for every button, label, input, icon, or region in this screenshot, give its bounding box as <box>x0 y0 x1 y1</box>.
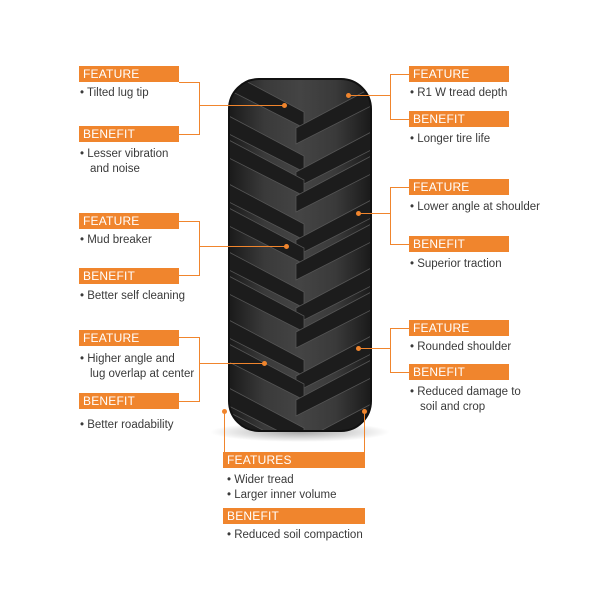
right-top-feature-label: FEATURE <box>409 66 509 82</box>
left-top-feature-label: FEATURE <box>79 66 179 82</box>
bottom-features-label: FEATURES <box>223 452 365 468</box>
left-bottom-feature-line2: lug overlap at center <box>90 368 195 380</box>
connector-lt-to-tire <box>199 105 284 106</box>
tread-lug-left <box>229 409 305 431</box>
right-bottom-benefit-line1: • Reduced damage to <box>410 386 521 398</box>
connector-rt-to-tire <box>350 95 390 96</box>
right-top-benefit-text: • Longer tire life <box>410 133 491 145</box>
connector-rm-v <box>390 187 391 245</box>
connector-lb-h1 <box>179 337 199 338</box>
connector-lm-to-tire <box>199 246 285 247</box>
connector-rt-dot <box>346 93 351 98</box>
tread-lug-right <box>295 357 371 417</box>
right-mid-feature-text: • Lower angle at shoulder <box>410 201 540 213</box>
connector-rb-v <box>390 328 391 373</box>
right-bottom-feature-label: FEATURE <box>409 320 509 336</box>
connector-rm-dot <box>356 211 361 216</box>
right-bottom-benefit-line2: soil and crop <box>420 401 486 413</box>
connector-lt-dot <box>282 103 287 108</box>
left-top-benefit-label: BENEFIT <box>79 126 179 142</box>
connector-rb-h1 <box>390 328 409 329</box>
left-top-benefit-line2: and noise <box>90 163 140 175</box>
connector-lt-h1 <box>179 82 199 83</box>
connector-lb-to-tire <box>199 363 264 364</box>
left-mid-feature-label: FEATURE <box>79 213 179 229</box>
left-top-benefit-line1: • Lesser vibration <box>80 148 169 160</box>
left-bottom-feature-line1: • Higher angle and <box>80 353 175 365</box>
tread-lug-right <box>295 153 371 213</box>
tread-lug-right <box>295 221 371 281</box>
left-mid-benefit-label: BENEFIT <box>79 268 179 284</box>
tread-lug-right <box>295 289 371 349</box>
tread-lug-right <box>295 85 371 145</box>
connector-rt-h1 <box>390 74 409 75</box>
connector-lm-h2 <box>179 275 199 276</box>
right-bottom-benefit-label: BENEFIT <box>409 364 509 380</box>
right-bottom-feature-text: • Rounded shoulder <box>410 341 512 353</box>
left-mid-benefit-text: • Better self cleaning <box>80 290 186 302</box>
connector-rb-to-tire <box>360 348 390 349</box>
right-mid-feature-label: FEATURE <box>409 179 509 195</box>
connector-rb-h2 <box>390 372 409 373</box>
bottom-feature-line1: • Wider tread <box>227 474 294 486</box>
connector-rm-to-tire <box>360 213 390 214</box>
connector-lt-v <box>199 82 200 135</box>
right-mid-benefit-text: • Superior traction <box>410 258 502 270</box>
right-top-feature-text: • R1 W tread depth <box>410 87 508 99</box>
bottom-benefit-text: • Reduced soil compaction <box>227 529 363 541</box>
connector-lm-dot <box>284 244 289 249</box>
connector-bottom-left-dot <box>222 409 227 414</box>
connector-lm-v <box>199 221 200 276</box>
left-top-feature-text: • Tilted lug tip <box>80 87 149 99</box>
left-mid-feature-text: • Mud breaker <box>80 234 152 246</box>
connector-lb-v <box>199 337 200 402</box>
connector-lb-h2 <box>179 401 199 402</box>
connector-lb-dot <box>262 361 267 366</box>
connector-lt-h2 <box>179 134 199 135</box>
bottom-feature-line2: • Larger inner volume <box>227 489 337 501</box>
connector-bottom-left <box>224 412 225 452</box>
bottom-benefit-label: BENEFIT <box>223 508 365 524</box>
connector-bottom-right <box>364 412 365 452</box>
tire-highlight <box>228 78 372 432</box>
connector-rt-h2 <box>390 119 409 120</box>
left-bottom-benefit-label: BENEFIT <box>79 393 179 409</box>
left-bottom-benefit-text: • Better roadability <box>80 419 174 431</box>
connector-rm-h1 <box>390 187 409 188</box>
connector-bottom-right-dot <box>362 409 367 414</box>
connector-rt-v <box>390 74 391 120</box>
right-top-benefit-label: BENEFIT <box>409 111 509 127</box>
tread-lug-left <box>229 385 305 431</box>
connector-rm-h2 <box>390 244 409 245</box>
connector-lm-h1 <box>179 221 199 222</box>
connector-rb-dot <box>356 346 361 351</box>
right-mid-benefit-label: BENEFIT <box>409 236 509 252</box>
left-bottom-feature-label: FEATURE <box>79 330 179 346</box>
tread-lugs <box>229 79 371 431</box>
